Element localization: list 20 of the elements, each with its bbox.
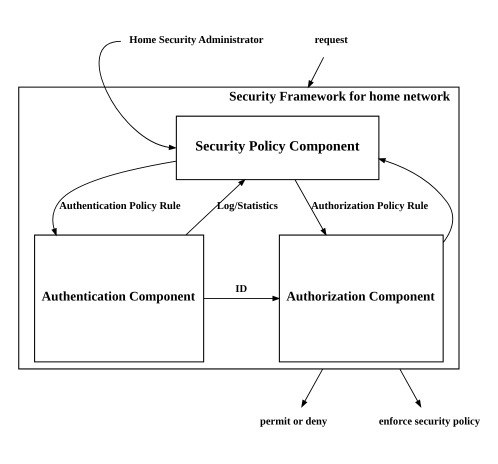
edge-label: Log/Statistics [216,201,278,212]
edge-label: Authorization Policy Rule [311,201,428,212]
arrow [185,178,246,236]
node-text: request [314,35,348,46]
arrow [203,296,280,302]
node-box: Authorization Component [278,234,444,362]
edge-label: Authentication Policy Rule [59,201,181,212]
edge-label: ID [235,284,248,295]
node-text: permit or deny [260,416,328,428]
arrow [98,40,177,150]
node-box: Security Policy Component [176,116,380,180]
node-text: enforce security policy [378,416,480,428]
arrow [308,56,324,88]
arrow [51,160,177,236]
arrow [294,179,327,236]
arrow [378,158,454,243]
arrow [399,368,422,408]
node-box: Authentication Component [34,234,204,362]
node-text: Home Security Administrator [129,35,264,46]
arrow [301,368,324,408]
